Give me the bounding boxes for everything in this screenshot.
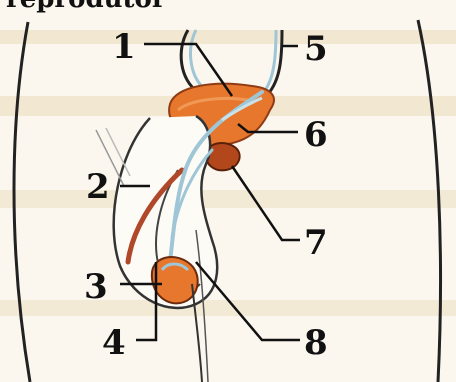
label-5: 5 bbox=[304, 29, 328, 69]
background-band bbox=[0, 300, 456, 316]
label-6: 6 bbox=[304, 115, 328, 155]
label-3: 3 bbox=[84, 267, 108, 307]
background-band bbox=[0, 190, 456, 208]
label-7: 7 bbox=[304, 223, 328, 263]
background-band bbox=[0, 30, 456, 44]
label-8: 8 bbox=[304, 323, 328, 363]
label-2: 2 bbox=[86, 167, 110, 207]
label-4: 4 bbox=[102, 323, 126, 363]
label-1: 1 bbox=[112, 27, 136, 67]
background-bands bbox=[0, 30, 456, 316]
